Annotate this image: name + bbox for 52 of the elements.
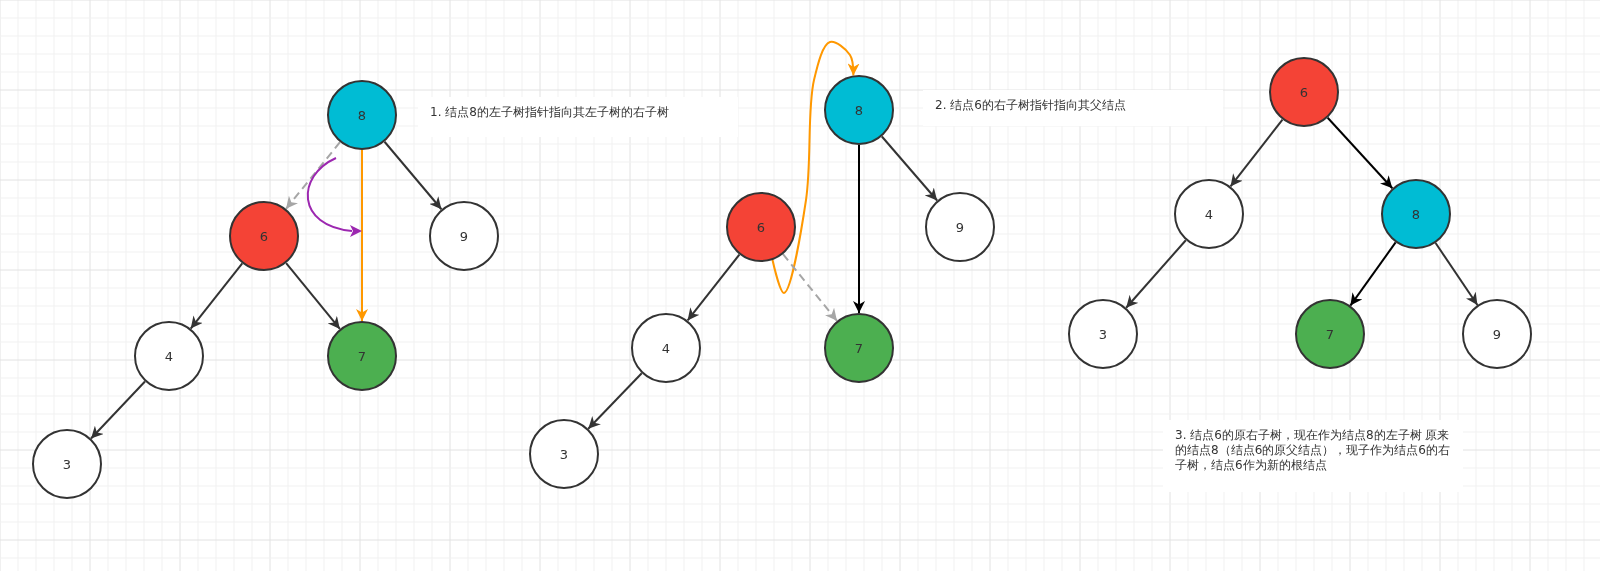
node-value: 3 <box>62 456 72 472</box>
node-value: 8 <box>854 102 864 118</box>
node-value: 7 <box>1325 326 1335 342</box>
arrow <box>587 372 643 430</box>
node-value: 7 <box>854 340 864 356</box>
note-text: 2. 结点6的右子树指针指向其父结点 <box>923 90 1223 126</box>
arrow <box>285 141 341 210</box>
arrow <box>1229 118 1284 188</box>
node-value: 6 <box>1299 84 1309 100</box>
arrow <box>383 140 443 211</box>
arrow <box>771 40 860 294</box>
node-value: 4 <box>164 348 174 364</box>
arrow <box>1434 242 1479 306</box>
node-value: 8 <box>357 107 367 123</box>
tree-node-circle <box>327 321 397 391</box>
arrow <box>782 253 838 322</box>
node-value: 9 <box>955 219 965 235</box>
arrow <box>686 253 741 322</box>
tree-node-circle <box>1381 179 1451 249</box>
node-value: 4 <box>661 340 671 356</box>
tree-node-circle <box>32 429 102 499</box>
node-value: 8 <box>1411 206 1421 222</box>
tree-node-circle <box>429 201 499 271</box>
node-value: 3 <box>1098 326 1108 342</box>
tree-node-circle <box>229 201 299 271</box>
node-value: 7 <box>357 348 367 364</box>
arrow <box>1349 241 1397 307</box>
note-text: 1. 结点8的左子树指针指向其左子树的右子树 <box>418 97 738 137</box>
tree-node-circle <box>631 313 701 383</box>
tree-node-circle <box>529 419 599 489</box>
node-value: 6 <box>756 219 766 235</box>
tree-node-circle <box>1269 57 1339 127</box>
tree-node-circle <box>1462 299 1532 369</box>
tree-node-circle <box>1295 299 1365 369</box>
arrow <box>356 149 368 322</box>
tree-node-circle <box>1174 179 1244 249</box>
node-value: 9 <box>459 228 469 244</box>
arrow <box>1125 239 1187 309</box>
arrow <box>1326 116 1394 190</box>
node-value: 3 <box>559 446 569 462</box>
tree-node-circle <box>327 80 397 150</box>
arrow <box>285 262 341 330</box>
arrow <box>880 135 939 202</box>
tree-node-circle <box>134 321 204 391</box>
node-value: 4 <box>1204 206 1214 222</box>
node-value: 9 <box>1492 326 1502 342</box>
node-value: 6 <box>259 228 269 244</box>
arrow <box>189 262 244 330</box>
arrow <box>90 380 146 440</box>
tree-node-circle <box>824 75 894 145</box>
arrow <box>853 144 865 314</box>
note-text: 3. 结点6的原右子树，现在作为结点8的左子树 原来的结点8（结点6的原父结点），现子作为结点6的右子树，结点6作为新的根结点 <box>1163 420 1463 492</box>
